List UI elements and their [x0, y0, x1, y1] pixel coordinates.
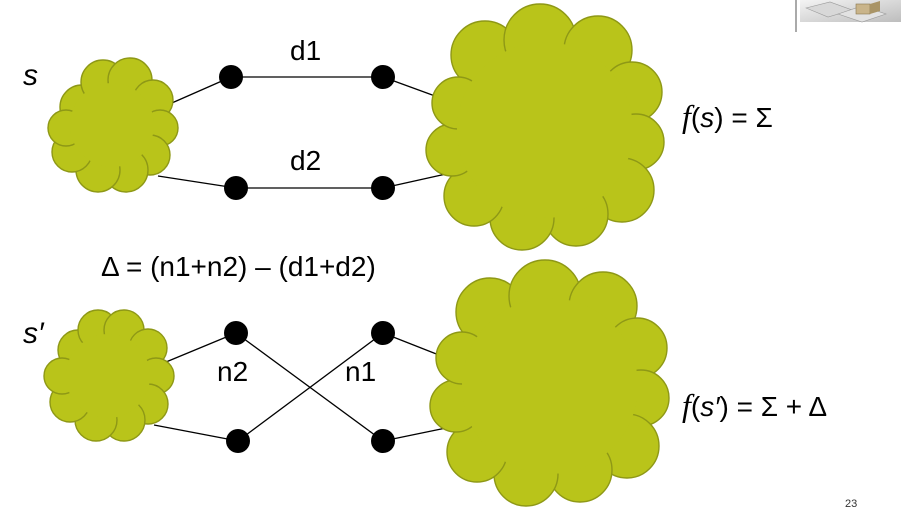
- formula-f-s: f(s) = Σ: [682, 98, 773, 134]
- node-b1: [371, 65, 395, 89]
- edge-left-to-c1: [165, 332, 237, 363]
- right-cloud-bottom: [429, 259, 670, 507]
- formula-f-s-prime: f(s′) = Σ + Δ: [682, 387, 827, 423]
- edge-n1-cross: [237, 332, 384, 442]
- bottom-tour: s′ n2 n1 f(s′) = Σ + Δ: [23, 259, 827, 507]
- right-cloud: [425, 3, 665, 251]
- edge-left-to-a1: [164, 76, 232, 107]
- node-a1: [219, 65, 243, 89]
- node-b2: [371, 176, 395, 200]
- node-c2: [226, 429, 250, 453]
- state-label-s: s: [23, 59, 38, 92]
- top-tour: s d1 d2 f(s) = Σ: [23, 3, 773, 251]
- page-number: 23: [845, 498, 857, 510]
- left-cloud-bottom: [43, 309, 175, 442]
- node-e1: [371, 321, 395, 345]
- edge-label-d2: d2: [290, 145, 321, 176]
- delta-equation: Δ = (n1+n2) – (d1+d2): [101, 251, 376, 282]
- node-c1: [224, 321, 248, 345]
- edge-label-n2: n2: [217, 356, 248, 387]
- cube-grid-logo-icon: [795, 0, 901, 32]
- node-a2: [224, 176, 248, 200]
- node-e2: [371, 429, 395, 453]
- state-label-s-prime: s′: [23, 317, 45, 350]
- edge-left-to-a2: [157, 175, 237, 189]
- edge-label-d1: d1: [290, 35, 321, 66]
- edge-left-to-c2: [153, 424, 239, 442]
- edge-label-n1: n1: [345, 356, 376, 387]
- left-cloud: [47, 57, 179, 193]
